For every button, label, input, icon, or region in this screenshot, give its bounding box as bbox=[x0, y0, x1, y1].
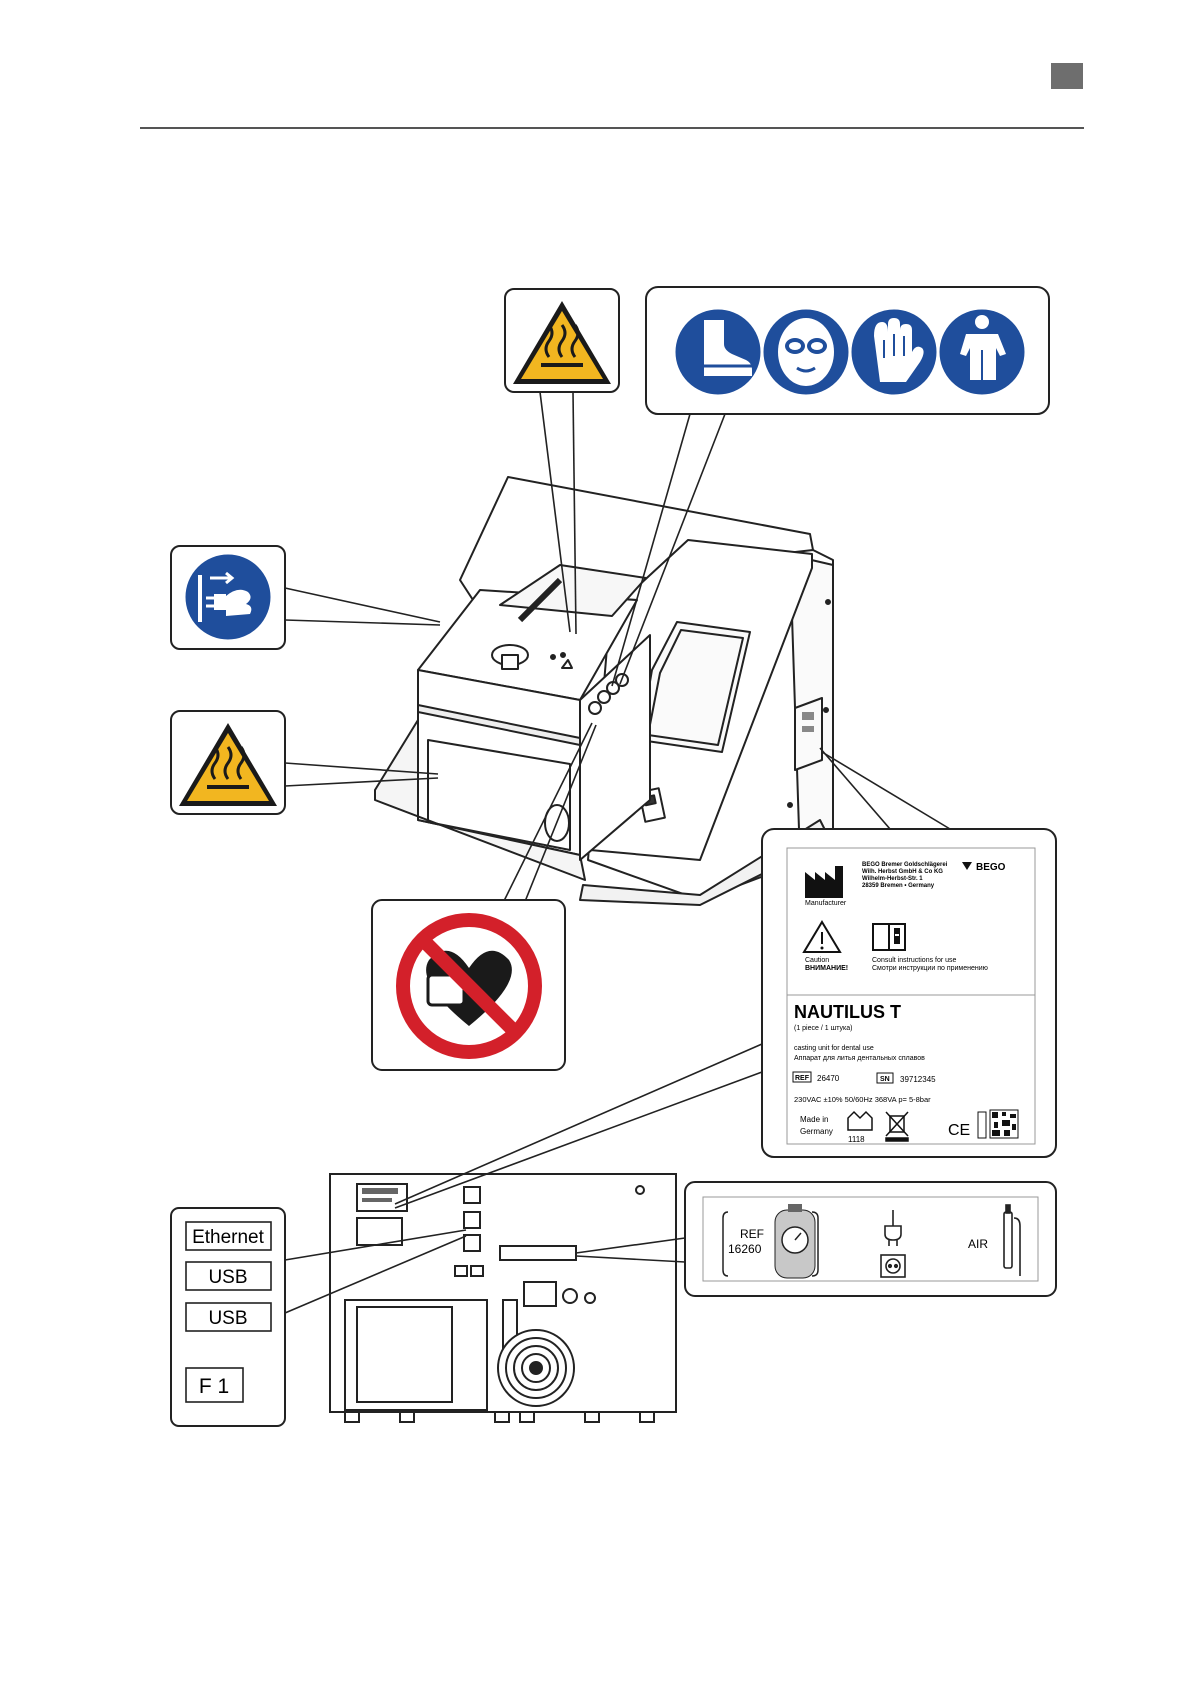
caution-label-en: Caution bbox=[805, 957, 829, 964]
caution-label-ru: ВНИМАНИЕ! bbox=[805, 965, 848, 972]
manufacturer-name: BEGO Bremer Goldschlägerei bbox=[862, 862, 948, 868]
hot-surface-callout-chamber bbox=[170, 710, 286, 815]
manufacturer-line-4: 28359 Bremen • Germany bbox=[862, 883, 935, 889]
weee-bin-icon bbox=[885, 1111, 909, 1142]
ref-label: REF bbox=[795, 1075, 810, 1082]
chapter-tab bbox=[1051, 63, 1083, 89]
data-matrix-code bbox=[989, 1109, 1019, 1139]
ethernet-label: Ethernet bbox=[192, 1227, 265, 1248]
sn-value: 39712345 bbox=[900, 1075, 936, 1084]
brand-name: BEGO bbox=[976, 862, 1006, 873]
rating-plate-callout: Manufacturer BEGO Bremer Goldschlägerei … bbox=[761, 828, 1057, 1158]
connection-label-callout: REF 16260 AIR bbox=[684, 1181, 1057, 1297]
manufacturer-icon bbox=[805, 866, 843, 898]
safety-goggles-icon bbox=[760, 306, 852, 398]
usb-label-2: USB bbox=[208, 1308, 247, 1329]
usb-label-1: USB bbox=[208, 1267, 247, 1288]
unplug-callout bbox=[170, 545, 286, 650]
product-pieces: (1 piece / 1 штука) bbox=[794, 1025, 852, 1032]
header-rule bbox=[140, 127, 1084, 129]
air-hose-icon bbox=[1003, 1204, 1021, 1276]
product-description-en: casting unit for dental use bbox=[794, 1045, 874, 1052]
hot-surface-warning-icon bbox=[179, 723, 277, 806]
mains-plug-socket-icon bbox=[880, 1210, 906, 1278]
connection-ref-value: 16260 bbox=[728, 1242, 762, 1256]
manufacturer-caption: Manufacturer bbox=[805, 900, 847, 907]
ports-callout: Ethernet USB USB F 1 bbox=[170, 1207, 286, 1427]
made-in-line-1: Made in bbox=[800, 1115, 828, 1124]
leader-lines bbox=[284, 391, 951, 1314]
protective-gloves-icon bbox=[848, 306, 940, 398]
ref-value: 26470 bbox=[817, 1074, 840, 1083]
fuse-label: F 1 bbox=[199, 1375, 229, 1398]
date-code: 1118 bbox=[848, 1135, 865, 1144]
bego-logo: BEGO bbox=[962, 862, 1006, 873]
protective-apron-icon bbox=[936, 306, 1028, 398]
udi-symbol bbox=[977, 1111, 987, 1139]
manufacturer-line-3: Wilhelm-Herbst-Str. 1 bbox=[862, 876, 923, 882]
consult-instructions-icon bbox=[872, 923, 906, 951]
consult-label-en: Consult instructions for use bbox=[872, 957, 957, 964]
electrical-rating: 230VAC ±10% 50/60Hz 368VA p= 5-8bar bbox=[794, 1095, 931, 1104]
air-label: AIR bbox=[968, 1237, 988, 1251]
machine-rear-view bbox=[329, 1173, 677, 1423]
ppe-callout bbox=[645, 286, 1050, 415]
consult-label-ru: Смотри инструкции по применению bbox=[872, 965, 988, 972]
safety-boots-icon bbox=[672, 306, 764, 398]
disconnect-mains-plug-icon bbox=[182, 551, 274, 643]
connection-ref-label: REF bbox=[740, 1227, 764, 1241]
date-of-manufacture-icon bbox=[847, 1110, 873, 1131]
sn-label: SN bbox=[880, 1076, 890, 1083]
caution-icon bbox=[802, 920, 842, 953]
hot-surface-callout-top bbox=[504, 288, 620, 393]
hot-surface-warning-icon bbox=[513, 301, 611, 384]
made-in-line-2: Germany bbox=[800, 1127, 833, 1136]
product-name: NAUTILUS T bbox=[794, 1002, 901, 1022]
pacemaker-callout bbox=[371, 899, 566, 1071]
no-pacemaker-icon bbox=[396, 913, 542, 1059]
manufacturer-line-2: Wilh. Herbst GmbH & Co KG bbox=[862, 869, 943, 875]
product-description-ru: Аппарат для литья дентальных сплавов bbox=[794, 1055, 925, 1062]
pressure-regulator-icon bbox=[774, 1204, 819, 1279]
ce-mark: CE bbox=[948, 1122, 970, 1139]
